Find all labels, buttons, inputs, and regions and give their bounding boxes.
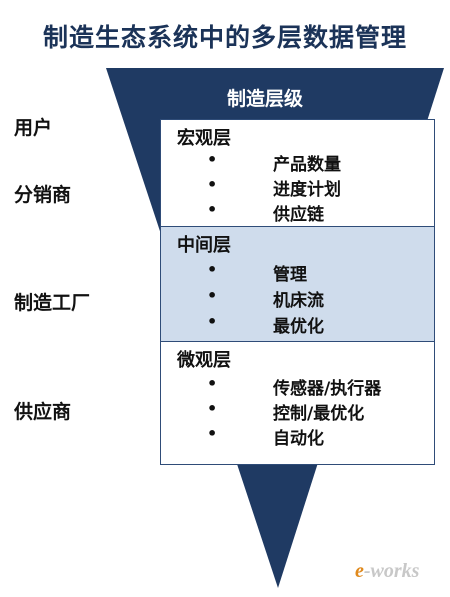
bullet: • <box>207 374 218 393</box>
watermark-logo: e-works <box>355 560 419 583</box>
layer-middle: 中间层 • 管理 • 机床流 • 最优化 <box>160 226 435 342</box>
bullet: • <box>207 286 218 305</box>
layer-title: 宏观层 <box>177 128 231 149</box>
side-label-distributors: 分销商 <box>14 184 72 206</box>
bullet: • <box>207 399 218 418</box>
diagram-title: 制造生态系统中的多层数据管理 <box>42 23 407 52</box>
layer-item: 最优化 <box>273 317 324 337</box>
bullet: • <box>207 424 218 443</box>
funnel-header: 制造层级 <box>226 88 303 110</box>
layer-item: 产品数量 <box>273 155 341 175</box>
layer-title: 中间层 <box>177 235 231 256</box>
bullet: • <box>207 200 218 219</box>
side-label-factory: 制造工厂 <box>14 292 91 314</box>
bullet: • <box>207 260 218 279</box>
layer-item: 自动化 <box>273 429 324 449</box>
layer-item: 进度计划 <box>273 180 341 200</box>
watermark-e: e <box>355 560 364 582</box>
side-label-suppliers: 供应商 <box>14 401 72 423</box>
side-label-users: 用户 <box>14 117 53 139</box>
layer-item: 控制/最优化 <box>273 404 365 424</box>
layer-macro: 宏观层 • 产品数量 • 进度计划 • 供应链 <box>160 119 435 227</box>
layer-item: 管理 <box>273 265 307 285</box>
bullet: • <box>207 150 218 169</box>
bullet: • <box>207 175 218 194</box>
layer-title: 微观层 <box>177 350 231 371</box>
bullet: • <box>207 312 218 331</box>
layer-micro: 微观层 • 传感器/执行器 • 控制/最优化 • 自动化 <box>160 341 435 465</box>
layer-item: 传感器/执行器 <box>273 379 382 399</box>
layer-item: 供应链 <box>273 205 324 225</box>
layer-item: 机床流 <box>273 291 324 311</box>
watermark-rest: -works <box>363 560 420 582</box>
